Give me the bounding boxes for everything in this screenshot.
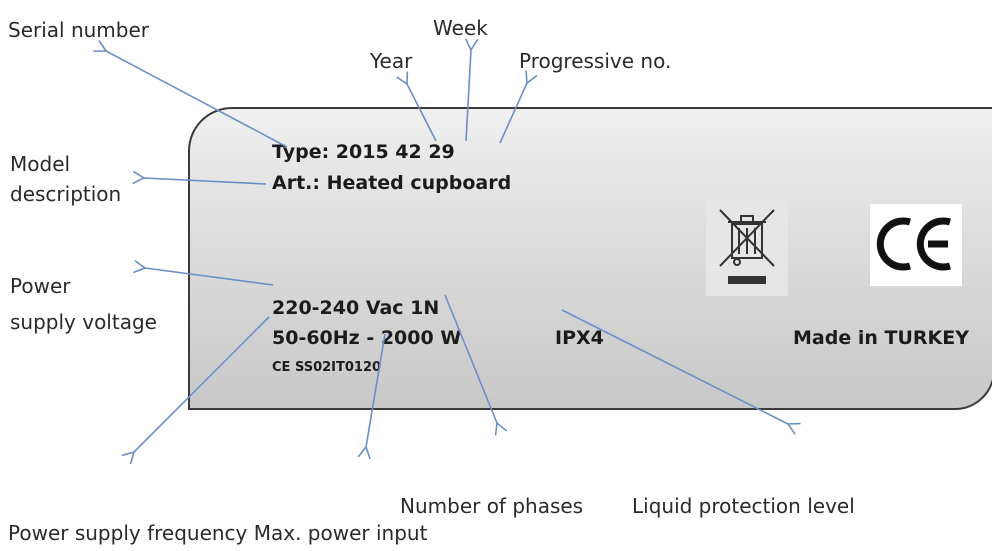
plate-ip-rating: IPX4 — [555, 327, 604, 349]
label-supply-voltage: supply voltage — [10, 310, 157, 334]
weee-bin-icon — [706, 200, 788, 296]
plate-voltage: 220-240 Vac 1N — [272, 297, 440, 319]
label-year: Year — [370, 49, 413, 73]
label-power: Power — [10, 274, 71, 298]
plate-cert-code: CE SS02IT0120 — [272, 360, 382, 375]
plate-art-line: Art.: Heated cupboard — [272, 172, 512, 194]
label-progressive-no: Progressive no. — [519, 49, 672, 73]
plate-made-in: Made in TURKEY — [793, 327, 969, 349]
plate-type-line: Type: 2015 42 29 — [272, 141, 455, 163]
label-serial-number: Serial number — [8, 18, 150, 42]
label-liquid-protection-level: Liquid protection level — [632, 494, 855, 518]
label-week: Week — [433, 16, 488, 40]
ce-mark-icon — [870, 204, 962, 286]
label-model: Model — [10, 152, 71, 176]
label-description: description — [10, 182, 122, 206]
label-frequency-and-power: Power supply frequency Max. power input — [8, 521, 428, 545]
plate-frequency-power: 50-60Hz - 2000 W — [272, 327, 462, 349]
label-number-of-phases: Number of phases — [400, 494, 584, 518]
